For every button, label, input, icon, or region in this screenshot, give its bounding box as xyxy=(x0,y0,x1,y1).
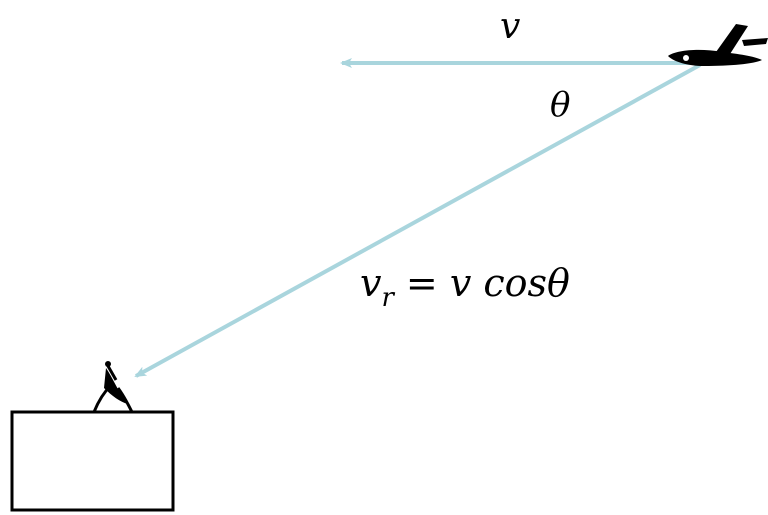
angle-label: θ xyxy=(550,85,570,125)
equation-right-side: = v cosθ xyxy=(406,261,570,305)
radar-station-box xyxy=(10,410,175,512)
velocity-label: v xyxy=(500,6,520,47)
radar-dish-icon xyxy=(92,361,134,413)
radial-velocity-equation: vr = v cosθ xyxy=(360,261,570,313)
airplane-icon xyxy=(668,24,768,66)
line-of-sight-arrow xyxy=(134,63,701,378)
radial-velocity-subscript: r xyxy=(381,283,395,313)
radial-velocity-symbol: v xyxy=(360,261,382,305)
